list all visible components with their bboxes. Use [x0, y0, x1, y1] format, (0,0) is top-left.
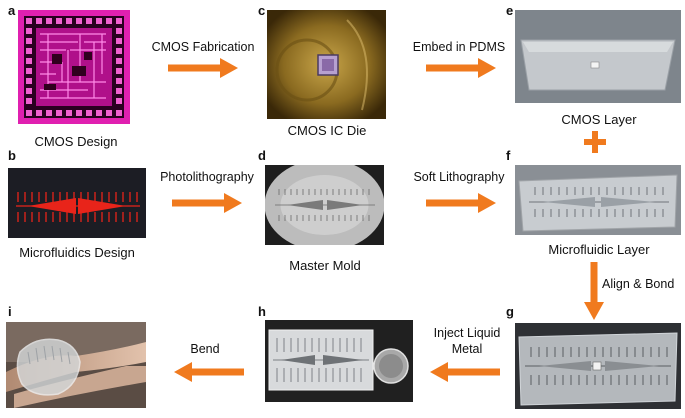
panel-letter-i: i	[8, 304, 12, 319]
bonded-device-image	[515, 323, 681, 409]
panel-letter-f: f	[506, 148, 511, 163]
panel-letter-b: b	[8, 148, 16, 163]
panel-letter-h: h	[258, 304, 266, 319]
label-inject-liquid: Inject Liquid	[433, 326, 501, 340]
right-arrow-icon	[426, 58, 496, 78]
right-arrow-icon	[172, 193, 242, 213]
cmos-layer-image	[515, 10, 681, 103]
caption-cmos-design: CMOS Design	[34, 134, 118, 149]
plus-icon	[584, 131, 606, 153]
label-cmos-fabrication: CMOS Fabrication	[151, 40, 255, 54]
panel-letter-g: g	[506, 304, 514, 319]
cmos-design-image	[18, 10, 130, 124]
label-bend: Bend	[190, 342, 220, 356]
right-arrow-icon	[426, 193, 496, 213]
caption-master-mold: Master Mold	[289, 258, 361, 273]
label-embed-in-pdms: Embed in PDMS	[412, 40, 506, 54]
bent-device-image	[6, 322, 146, 408]
master-mold-image	[265, 165, 384, 245]
microfluidic-layer-image	[515, 165, 681, 235]
liquid-metal-device-image	[265, 320, 413, 402]
caption-microfluidics-design: Microfluidics Design	[19, 245, 135, 260]
panel-letter-a: a	[8, 3, 16, 18]
microfluidics-design-image	[8, 168, 146, 238]
left-arrow-icon	[174, 362, 244, 382]
label-photolithography: Photolithography	[160, 170, 254, 184]
panel-letter-e: e	[506, 3, 514, 18]
right-arrow-icon	[168, 58, 238, 78]
label-align-and-bond: Align & Bond	[602, 277, 675, 291]
label-soft-lithography: Soft Lithography	[413, 170, 505, 184]
left-arrow-icon	[430, 362, 500, 382]
caption-cmos-ic-die: CMOS IC Die	[287, 123, 367, 138]
caption-microfluidic-layer: Microfluidic Layer	[548, 242, 650, 257]
panel-letter-d: d	[258, 148, 266, 163]
panel-letter-c: c	[258, 3, 266, 18]
down-arrow-icon	[584, 262, 604, 320]
label-metal: Metal	[451, 342, 483, 356]
caption-cmos-layer: CMOS Layer	[561, 112, 637, 127]
cmos-ic-die-image	[267, 10, 386, 119]
